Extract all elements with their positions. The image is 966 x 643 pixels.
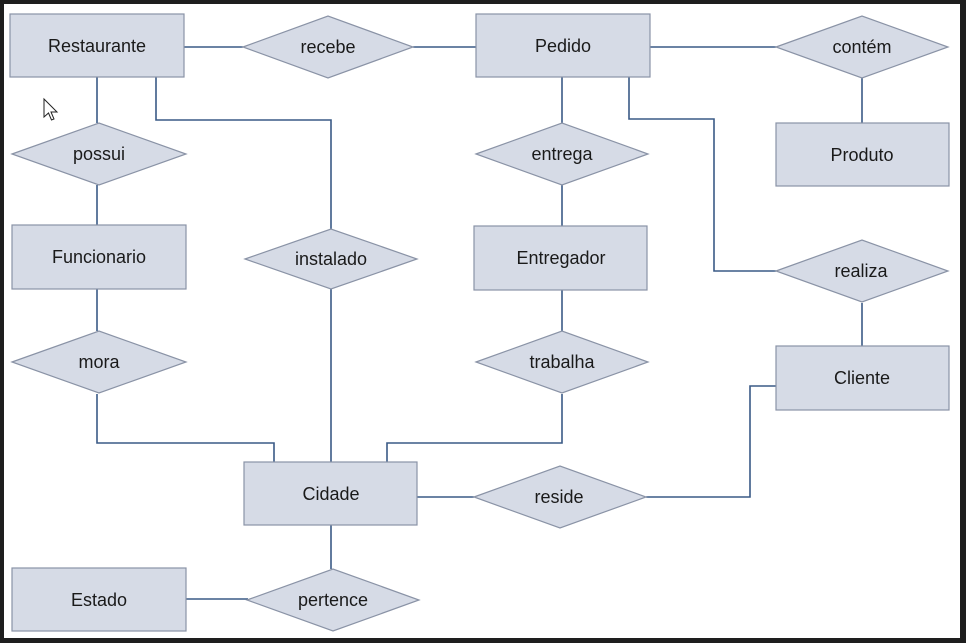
- entity-cidade[interactable]: Cidade: [243, 461, 418, 526]
- relationship-label: pertence: [298, 590, 368, 610]
- relationship-entrega[interactable]: entrega: [474, 122, 650, 186]
- connectors: [96, 46, 863, 600]
- entity-produto[interactable]: Produto: [775, 122, 950, 187]
- relationship-label: trabalha: [529, 352, 595, 372]
- relationship-realiza[interactable]: realiza: [774, 239, 950, 303]
- entity-pedido[interactable]: Pedido: [475, 13, 651, 78]
- connector-restaurante-instalado: [155, 77, 332, 229]
- connector-trabalha-cidade: [386, 394, 563, 462]
- relationship-label: contém: [832, 37, 891, 57]
- entity-label: Entregador: [516, 248, 605, 268]
- entity-label: Funcionario: [52, 247, 146, 267]
- relationship-label: possui: [73, 144, 125, 164]
- connector-pedido-realiza: [628, 77, 776, 272]
- relationship-mora[interactable]: mora: [10, 330, 188, 394]
- entity-label: Cliente: [834, 368, 890, 388]
- entity-label: Estado: [71, 590, 127, 610]
- entity-funcionario[interactable]: Funcionario: [11, 224, 187, 290]
- entity-label: Pedido: [535, 36, 591, 56]
- relationship-label: mora: [78, 352, 120, 372]
- relationship-contem[interactable]: contém: [774, 15, 950, 79]
- entity-estado[interactable]: Estado: [11, 567, 187, 632]
- relationship-recebe[interactable]: recebe: [241, 15, 415, 79]
- relationship-trabalha[interactable]: trabalha: [474, 330, 650, 394]
- relationship-label: recebe: [300, 37, 355, 57]
- entity-entregador[interactable]: Entregador: [473, 225, 648, 291]
- entity-cliente[interactable]: Cliente: [775, 345, 950, 411]
- relationship-label: instalado: [295, 249, 367, 269]
- connector-reside-cliente: [646, 385, 776, 498]
- entity-restaurante[interactable]: Restaurante: [9, 13, 185, 78]
- entity-label: Produto: [830, 145, 893, 165]
- relationship-label: entrega: [531, 144, 593, 164]
- entity-label: Restaurante: [48, 36, 146, 56]
- connector-mora-cidade: [96, 394, 275, 462]
- entity-label: Cidade: [302, 484, 359, 504]
- relationship-possui[interactable]: possui: [10, 122, 188, 186]
- relationship-label: realiza: [834, 261, 888, 281]
- relationship-pertence[interactable]: pertence: [245, 568, 421, 632]
- relationship-reside[interactable]: reside: [472, 465, 648, 529]
- relationship-instalado[interactable]: instalado: [243, 228, 419, 290]
- mouse-pointer-icon: [43, 97, 59, 121]
- relationship-label: reside: [534, 487, 583, 507]
- diagram-canvas: [4, 4, 960, 638]
